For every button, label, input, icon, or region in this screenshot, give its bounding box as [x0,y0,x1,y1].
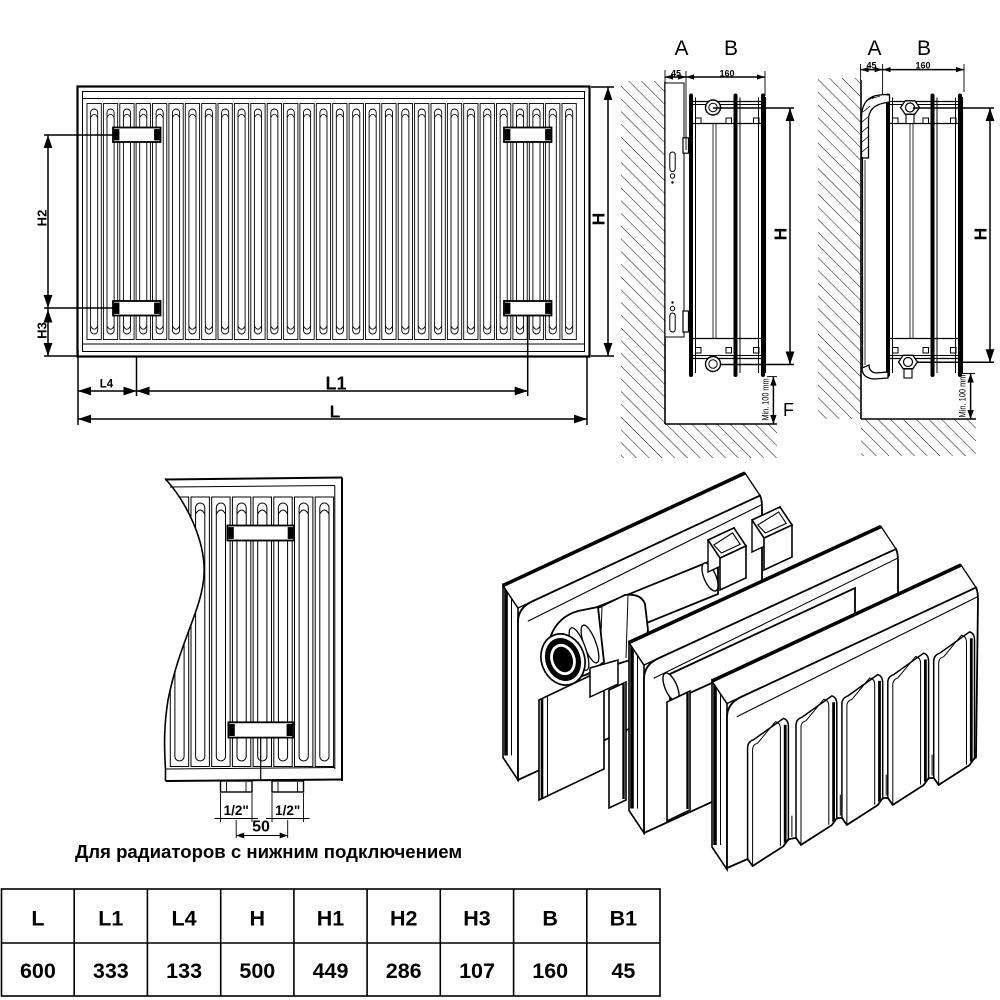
svg-text:B: B [724,37,738,60]
svg-text:H: H [589,213,609,226]
svg-text:600: 600 [20,959,56,983]
svg-text:45: 45 [866,61,876,71]
svg-text:500: 500 [239,959,275,983]
svg-text:F: F [783,400,794,420]
svg-text:H: H [971,228,991,241]
svg-text:1/2": 1/2" [224,803,249,818]
svg-text:H3: H3 [463,907,491,931]
svg-text:107: 107 [459,959,495,983]
svg-text:160: 160 [532,959,568,983]
svg-text:H1: H1 [317,907,345,931]
svg-text:B: B [917,37,931,60]
svg-text:50: 50 [252,819,270,836]
svg-text:Для радиаторов с нижним подклю: Для радиаторов с нижним подключением [75,841,462,862]
svg-text:333: 333 [93,959,129,983]
svg-text:286: 286 [386,959,422,983]
svg-text:L: L [330,402,341,422]
svg-text:Min. 100 mm: Min. 100 mm [958,374,969,417]
svg-text:B: B [542,907,558,931]
svg-text:160: 160 [915,61,930,71]
svg-text:H: H [771,228,791,241]
svg-text:A: A [867,37,881,60]
svg-text:H2: H2 [390,907,418,931]
svg-text:H: H [250,907,266,931]
svg-text:1/2": 1/2" [275,803,300,818]
svg-text:160: 160 [719,68,734,78]
svg-text:133: 133 [166,959,202,983]
svg-text:B1: B1 [610,907,638,931]
svg-text:H3: H3 [34,322,49,339]
svg-text:L4: L4 [100,379,114,391]
svg-text:449: 449 [313,959,349,983]
svg-text:A: A [674,37,688,60]
svg-text:H2: H2 [34,210,49,227]
svg-text:Min. 100 mm: Min. 100 mm [761,378,772,420]
svg-text:L: L [31,907,44,931]
svg-text:L1: L1 [98,907,123,931]
svg-text:45: 45 [611,959,635,983]
svg-text:L1: L1 [325,374,346,394]
svg-text:L4: L4 [172,907,197,931]
svg-text:45: 45 [671,68,681,78]
